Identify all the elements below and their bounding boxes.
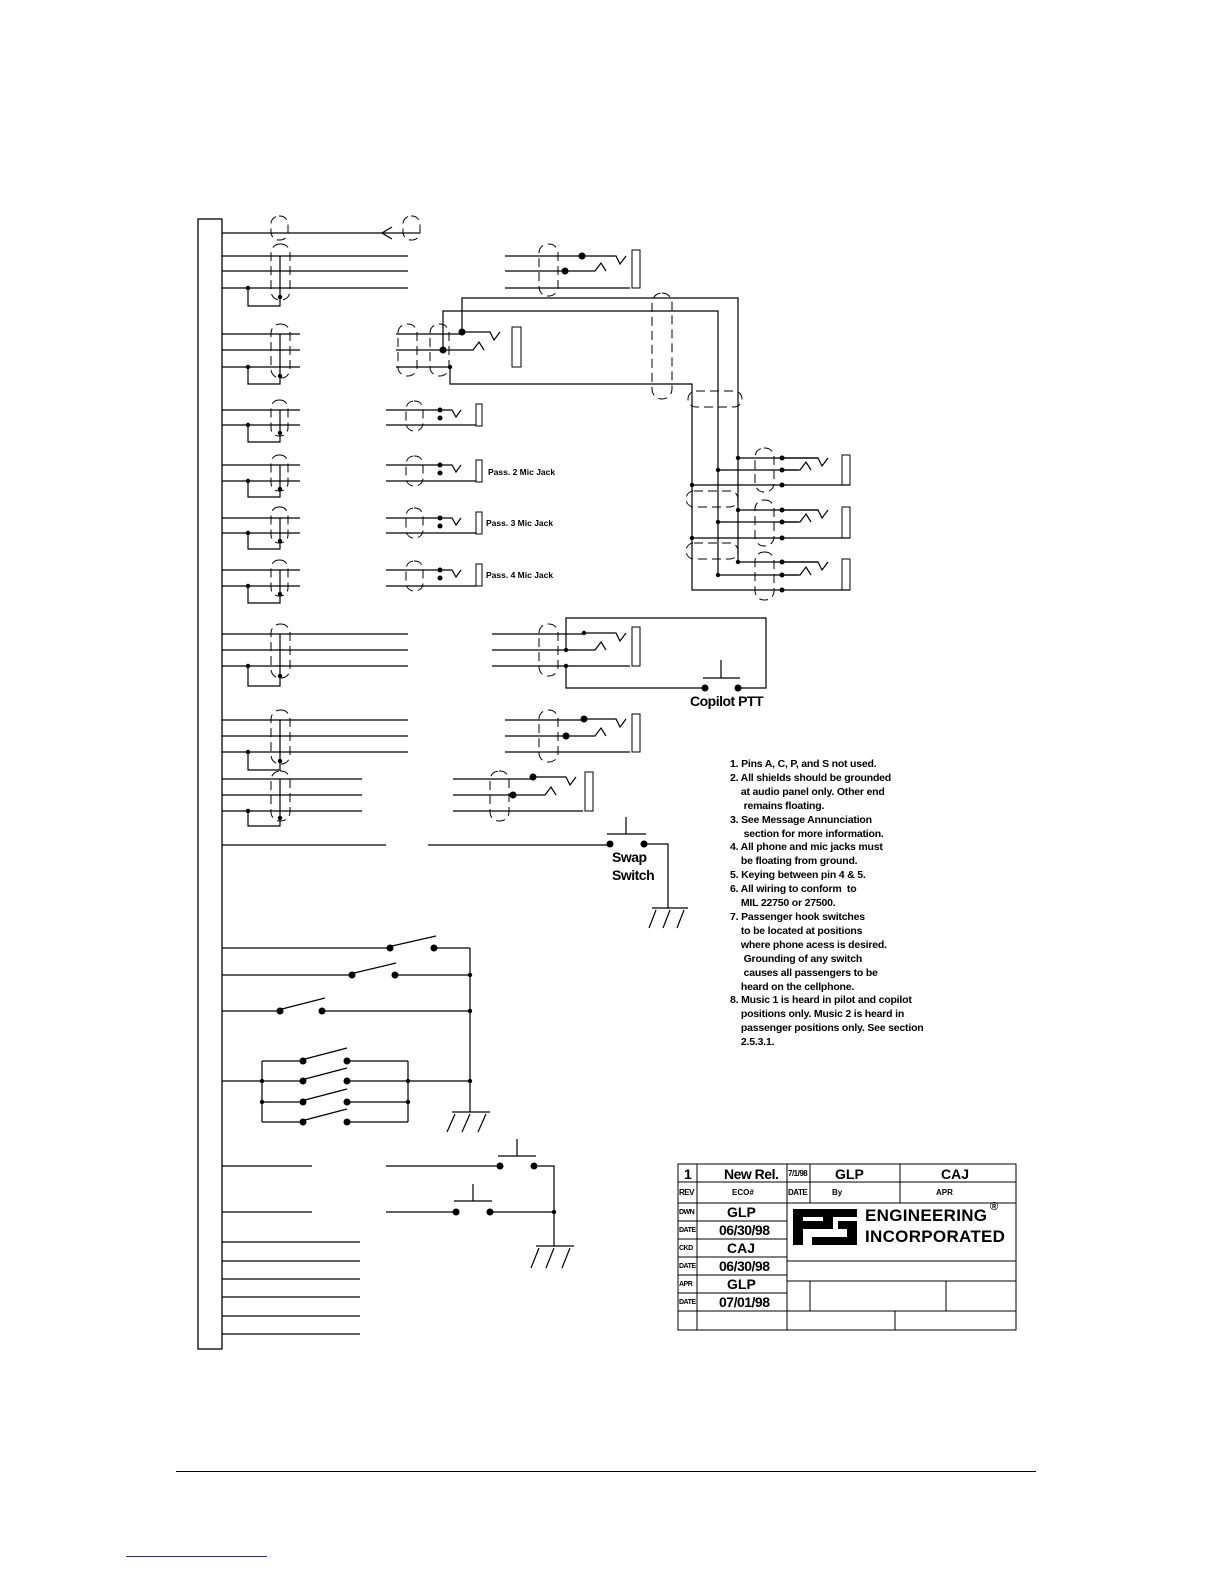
tb-apr-value: GLP <box>727 1276 756 1292</box>
note-line: section for more information. <box>730 827 884 840</box>
note-line: at audio panel only. Other end <box>730 785 885 798</box>
tb-apr-label: APR <box>679 1281 693 1288</box>
tb-rev-number: 1 <box>684 1166 692 1182</box>
tb-date2-value: 06/30/98 <box>719 1258 770 1274</box>
tb-company-line1: ENGINEERING <box>865 1206 988 1225</box>
tb-ckd-value: CAJ <box>727 1240 756 1256</box>
wire-group-2 <box>222 243 641 307</box>
tb-company-line2: INCORPORATED <box>865 1227 1006 1246</box>
tb-dwn-value: GLP <box>727 1204 756 1220</box>
wire-group-6: Pass. 3 Mic Jack <box>222 506 553 550</box>
note-line: 1. Pins A, C, P, and S not used. <box>730 758 877 770</box>
note-line: to be located at positions <box>730 924 863 937</box>
swap-switch: Swap Switch <box>222 817 688 929</box>
note-line: 6. All wiring to conform to <box>730 883 857 896</box>
tb-date2-label: DATE <box>679 1263 696 1270</box>
tb-ckd-label: CKD <box>679 1245 693 1252</box>
note-line: heard on the cellphone. <box>730 980 855 993</box>
switch-label: Switch <box>612 867 654 883</box>
tb-hdr-rev: REV <box>679 1188 694 1197</box>
tb-date3-value: 07/01/98 <box>719 1294 770 1310</box>
tb-hdr-by: By <box>832 1188 843 1197</box>
lower-pushbuttons <box>222 1139 574 1269</box>
wire-group-5: Pass. 2 Mic Jack <box>222 454 555 498</box>
tb-rev-apr: CAJ <box>941 1166 970 1182</box>
footer-rule <box>176 1471 1036 1472</box>
note-line: causes all passengers to be <box>730 966 878 979</box>
tb-hdr-apr: APR <box>936 1188 953 1197</box>
bottom-wires <box>222 1241 360 1335</box>
note-line: 5. Keying between pin 4 & 5. <box>730 869 866 882</box>
passenger-headphone-jacks <box>685 447 851 601</box>
ps-logo-icon <box>793 1209 857 1245</box>
swap-label: Swap <box>612 849 647 865</box>
note-line: MIL 22750 or 27500. <box>730 897 836 910</box>
pass3-label: Pass. 3 Mic Jack <box>486 518 553 528</box>
tb-registered-mark: ® <box>990 1201 999 1213</box>
tb-date3-label: DATE <box>679 1299 696 1306</box>
audio-panel-connector <box>197 218 223 1350</box>
note-line: 3. See Message Annunciation <box>730 813 872 826</box>
wire-group-1 <box>222 215 421 241</box>
pass2-label: Pass. 2 Mic Jack <box>488 467 555 477</box>
wire-group-10 <box>222 770 594 827</box>
note-line: 8. Music 1 is heard in pilot and copilot <box>730 994 912 1007</box>
wire-group-3 <box>222 292 850 591</box>
hook-switches <box>222 935 490 1133</box>
tb-date1-label: DATE <box>679 1227 696 1234</box>
note-line: positions only. Music 2 is heard in <box>730 1008 905 1021</box>
drawing-notes: 1. Pins A, C, P, and S not used. 2. All … <box>730 758 970 1050</box>
tb-hdr-eco: ECO# <box>732 1188 754 1197</box>
tb-rev-date: 7/1/98 <box>788 1169 808 1178</box>
note-line: passenger positions only. See section <box>730 1022 924 1035</box>
tb-rev-by: GLP <box>835 1166 864 1182</box>
note-line: be floating from ground. <box>730 855 858 868</box>
tb-date1-value: 06/30/98 <box>719 1222 770 1238</box>
note-line: 7. Passenger hook switches <box>730 910 865 923</box>
note-line: 2. All shields should be grounded <box>730 771 892 784</box>
tb-dwn-label: DWN <box>679 1209 695 1216</box>
note-line: 4. All phone and mic jacks must <box>730 841 883 854</box>
wire-group-copilot: Copilot PTT <box>222 617 767 709</box>
title-block <box>677 1163 1017 1331</box>
copilot-ptt-label: Copilot PTT <box>690 693 764 709</box>
note-line: where phone acess is desired. <box>730 938 887 951</box>
tb-rev-desc: New Rel. <box>724 1166 779 1182</box>
pass4-label: Pass. 4 Mic Jack <box>486 570 553 580</box>
note-line: remains floating. <box>730 799 825 812</box>
tb-hdr-date: DATE <box>788 1188 808 1197</box>
footer-link-underline <box>126 1556 267 1557</box>
note-line: Grounding of any switch <box>730 952 863 965</box>
wire-group-7: Pass. 4 Mic Jack <box>222 559 553 604</box>
wire-group-9 <box>222 709 641 771</box>
note-line: 2.5.3.1. <box>730 1036 775 1049</box>
wire-group-4 <box>222 399 483 443</box>
